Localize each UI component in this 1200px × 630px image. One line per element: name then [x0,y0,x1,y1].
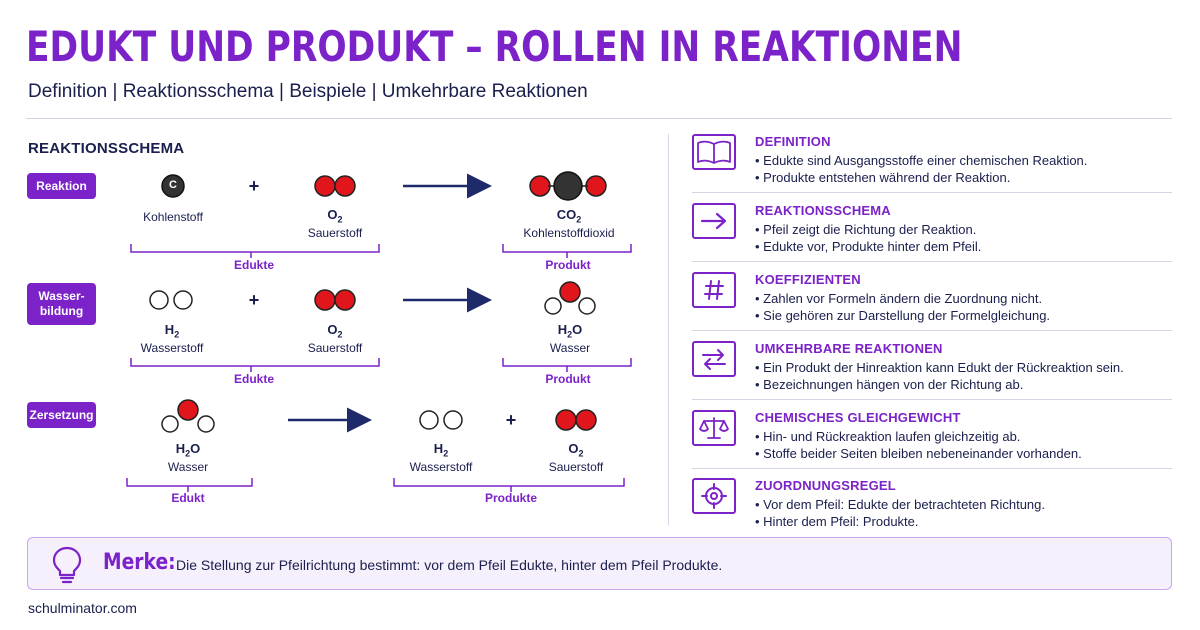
card-separator [692,468,1172,469]
card-bullet: • Edukte sind Ausgangsstoffe einer chemi… [755,153,1088,168]
balance-scale-icon [692,410,736,446]
label-kohlenstoffdioxid: Kohlenstoffdioxid [523,226,615,240]
card-separator [692,399,1172,400]
row-badge-reaktion: Reaktion [27,173,96,199]
header-divider [26,118,1172,119]
schema-diagram [126,171,632,492]
card-title: DEFINITION [755,134,831,149]
merke-label: Merke: [103,550,176,575]
card-bullet: • Vor dem Pfeil: Edukte der betrachteten… [755,497,1045,512]
card-bullet: • Pfeil zeigt die Richtung der Reaktion. [755,222,977,237]
label-sauerstoff-row3: Sauerstoff [548,460,604,474]
formula-o2-row3: O2 [568,441,584,459]
oxygen-molecule-row2 [314,289,356,311]
label-wasserstoff-row3: Wasserstoff [409,460,473,474]
oxygen-molecule-row3 [555,409,597,431]
target-icon [692,478,736,514]
arrow-right-icon [692,203,736,239]
card-bullet: • Sie gehören zur Darstellung der Formel… [755,308,1051,323]
formula-o2-row1: O2 [327,207,343,225]
card-title: CHEMISCHES GLEICHGEWICHT [755,410,961,425]
formula-h2o-row2: H2O [557,322,583,340]
lightbulb-icon [50,545,84,590]
card-separator [692,330,1172,331]
footer-brand: schulminator.com [28,600,137,616]
oxygen-molecule-row1 [314,175,356,197]
card-bullet: • Hinter dem Pfeil: Produkte. [755,514,919,529]
card-bullet: • Stoffe beider Seiten bleiben nebeneina… [755,446,1082,461]
group-label-produkte-row3: Produkte [484,491,538,505]
card-separator [692,192,1172,193]
group-label-produkt-row2: Produkt [545,372,591,386]
group-label-produkt-row1: Produkt [545,258,591,272]
page-subtitle: Definition | Reaktionsschema | Beispiele… [28,81,588,102]
label-kohlenstoff: Kohlenstoff [143,210,203,224]
hash-icon [692,272,736,308]
card-bullet: • Zahlen vor Formeln ändern die Zuordnun… [755,291,1043,306]
card-bullet: • Edukte vor, Produkte hinter dem Pfeil. [755,239,982,254]
plus-sign-row3: + [505,410,517,430]
formula-co2: CO2 [556,207,582,225]
carbon-atom-label: C [169,179,177,191]
column-divider [668,134,669,526]
label-wasserstoff-row2: Wasserstoff [140,341,204,355]
plus-sign-row2: + [248,290,260,310]
hydrogen-molecule-row2 [149,290,193,310]
co2-molecule [529,171,607,201]
label-sauerstoff-row2: Sauerstoff [307,341,363,355]
card-separator [692,261,1172,262]
bracket-produkt-row2 [502,358,632,372]
formula-h2-row3: H2 [433,441,449,459]
water-molecule-row2 [544,281,596,315]
bracket-produkte-row3 [393,478,625,492]
merke-text: Die Stellung zur Pfeilrichtung bestimmt:… [176,557,723,573]
row-badge-zersetzung: Zersetzung [27,402,96,428]
card-bullet: • Bezeichnungen hängen von der Richtung … [755,377,1024,392]
merke-box: Merke: Die Stellung zur Pfeilrichtung be… [27,537,1172,590]
swap-arrows-icon [692,341,736,377]
card-bullet: • Ein Produkt der Hinreaktion kann Edukt… [755,360,1124,375]
bracket-edukt-row3 [126,478,253,492]
schema-heading: REAKTIONSSCHEMA [28,140,185,157]
group-label-edukt-row3: Edukt [171,491,205,505]
formula-h2-row2: H2 [164,322,180,340]
bracket-edukte-row2 [130,358,380,372]
group-label-edukte-row2: Edukte [233,372,275,386]
label-wasser-row3: Wasser [167,460,209,474]
formula-o2-row2: O2 [327,322,343,340]
card-title: UMKEHRBARE REAKTIONEN [755,341,943,356]
page-title: Edukt und Produkt – Rollen in Reaktionen [26,22,963,71]
label-sauerstoff-row1: Sauerstoff [307,226,363,240]
carbon-atom-molecule [161,174,185,198]
card-title: REAKTIONSSCHEMA [755,203,891,218]
row-badge-wasserbildung: Wasser- bildung [27,283,96,325]
card-bullet: • Hin- und Rückreaktion laufen gleichzei… [755,429,1021,444]
hydrogen-molecule-row3 [419,410,463,430]
card-title: KOEFFIZIENTEN [755,272,861,287]
card-title: ZUORDNUNGSREGEL [755,478,896,493]
formula-h2o-row3: H2O [175,441,201,459]
book-icon [692,134,736,170]
bracket-edukte-row1 [130,244,380,258]
bracket-produkt-row1 [502,244,632,258]
label-wasser-row2: Wasser [549,341,591,355]
water-molecule-row3 [161,399,215,433]
plus-sign-row1: + [248,176,260,196]
card-bullet: • Produkte entstehen während der Reaktio… [755,170,1011,185]
group-label-edukte-row1: Edukte [233,258,275,272]
